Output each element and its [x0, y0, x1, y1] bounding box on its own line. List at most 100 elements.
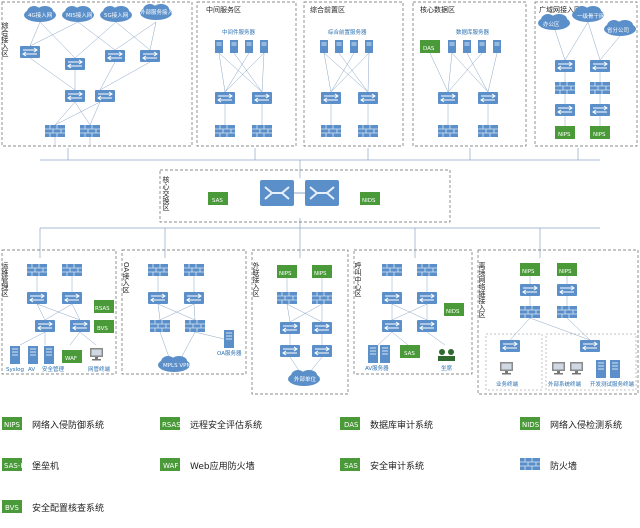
device-tag: NIPS [559, 269, 572, 275]
legend-label: 堡垒机 [32, 460, 59, 472]
device-tag: RSAS [95, 306, 110, 312]
label: 安全管理 [42, 365, 65, 373]
legend-item: 防火墙 [519, 457, 577, 472]
server [447, 39, 457, 54]
device-tag: NIPS [558, 132, 571, 138]
switch [147, 291, 169, 305]
zone-core-data: 核心数据区 数据库服务器 DAS [412, 1, 527, 147]
zone-title: 离境网络链接入区 [478, 261, 486, 318]
device-tag: WAF [65, 356, 77, 362]
label: 外部系统终端 [548, 380, 582, 388]
legend-item: RSAS 远程安全评估系统 [160, 417, 262, 431]
server [319, 39, 329, 54]
zone-title: 核心数据区 [420, 5, 455, 14]
cloud-label: 省分公司 [607, 26, 629, 34]
cloud-label: 外部服务接入网 [140, 8, 179, 16]
zone-wan-access: 广域网接入区 办公区 一级骨干网 省分公司 NIPS NIPS [534, 1, 638, 147]
zone-call-center: 呼叫中心区 NIDS SAS AV服务器 坐席 [353, 249, 473, 375]
switch [437, 91, 459, 105]
firewall [477, 124, 499, 138]
switch [183, 291, 205, 305]
av-server [379, 344, 391, 364]
legend-tag: BVS [5, 504, 19, 512]
switch [279, 321, 301, 335]
switch [579, 339, 601, 353]
terminal [500, 362, 513, 375]
syslog-server [9, 345, 21, 365]
firewall [61, 263, 83, 277]
switch [64, 57, 86, 71]
server [595, 359, 607, 379]
switch [19, 45, 41, 59]
legend-tag: SAS [344, 462, 358, 470]
firewall [184, 319, 206, 333]
label: OA服务器 [217, 349, 242, 357]
av-server [27, 345, 39, 365]
switch [94, 89, 116, 103]
cloud-label: 办公区 [543, 20, 560, 28]
zone-external-access: 外联接入区 NIPS NIPS 外部单位 [251, 249, 349, 395]
legend-item: SAS-H 堡垒机 [2, 458, 59, 472]
agent-icon [448, 349, 454, 355]
switch [64, 89, 86, 103]
label: 网管终端 [88, 365, 111, 373]
legend-item: NIDS 网络入侵检测系统 [520, 417, 622, 431]
device-tag: NIDS [362, 198, 376, 204]
zone-ops-management: 运维管理区 RSAS BVS WAF Syslog AV 安全管理 网管终端 [1, 249, 117, 375]
device-tag: BVS [97, 326, 108, 332]
server [334, 39, 344, 54]
switch [519, 283, 541, 297]
switch [381, 319, 403, 333]
server [477, 39, 487, 54]
legend-label: 防火墙 [550, 460, 577, 472]
legend-item: WAF Web应用防火墙 [160, 458, 255, 472]
legend-tag: RSAS [162, 421, 181, 429]
switch [26, 291, 48, 305]
cloud-label: MIS接入网 [66, 11, 93, 19]
legend-label: 安全配置核查系统 [32, 502, 104, 514]
firewall [44, 124, 66, 138]
firewall [416, 263, 438, 277]
legend-item: SAS 安全审计系统 [340, 458, 424, 472]
firewall [556, 305, 578, 319]
legend-label: 网络入侵检测系统 [550, 419, 622, 431]
legend-tag: NIPS [4, 421, 21, 429]
server [609, 359, 621, 379]
legend-tag: SAS-H [4, 462, 26, 470]
label: 业务终端 [496, 380, 519, 388]
access-mesh [29, 21, 157, 146]
server [349, 39, 359, 54]
legend-tag: DAS [344, 421, 359, 429]
device-tag: NIPS [522, 269, 535, 275]
device-tag: NIPS [279, 271, 292, 277]
zone-integrated-access: 综合接入区 4G接入网 MIS接入网 5G接入网 外部服务接入网 [1, 1, 193, 147]
switch [416, 291, 438, 305]
zone-title: 核心交换区 [162, 175, 170, 211]
security-server [43, 345, 55, 365]
legend-tag: WAF [163, 462, 178, 470]
server [462, 39, 472, 54]
terminal [552, 362, 565, 375]
firewall [183, 263, 205, 277]
legend-label: 网络入侵防御系统 [32, 419, 104, 431]
legend-label: Web应用防火墙 [190, 460, 255, 472]
firewall [320, 124, 342, 138]
firewall [437, 124, 459, 138]
device-tag: SAS [404, 351, 415, 357]
device-tag: DAS [423, 46, 435, 52]
server [214, 39, 224, 54]
servers-label: 中间件服务器 [222, 28, 256, 36]
cloud-label: MPLS VPN [163, 363, 191, 369]
switch [251, 91, 273, 105]
label: AV [28, 367, 35, 373]
switch [214, 91, 236, 105]
server [259, 39, 269, 54]
legend-label: 安全审计系统 [370, 460, 424, 472]
switch [61, 291, 83, 305]
switch [357, 91, 379, 105]
firewall [251, 124, 273, 138]
cloud-label: 4G接入网 [28, 11, 53, 19]
firewall [26, 263, 48, 277]
terminal [90, 348, 103, 361]
